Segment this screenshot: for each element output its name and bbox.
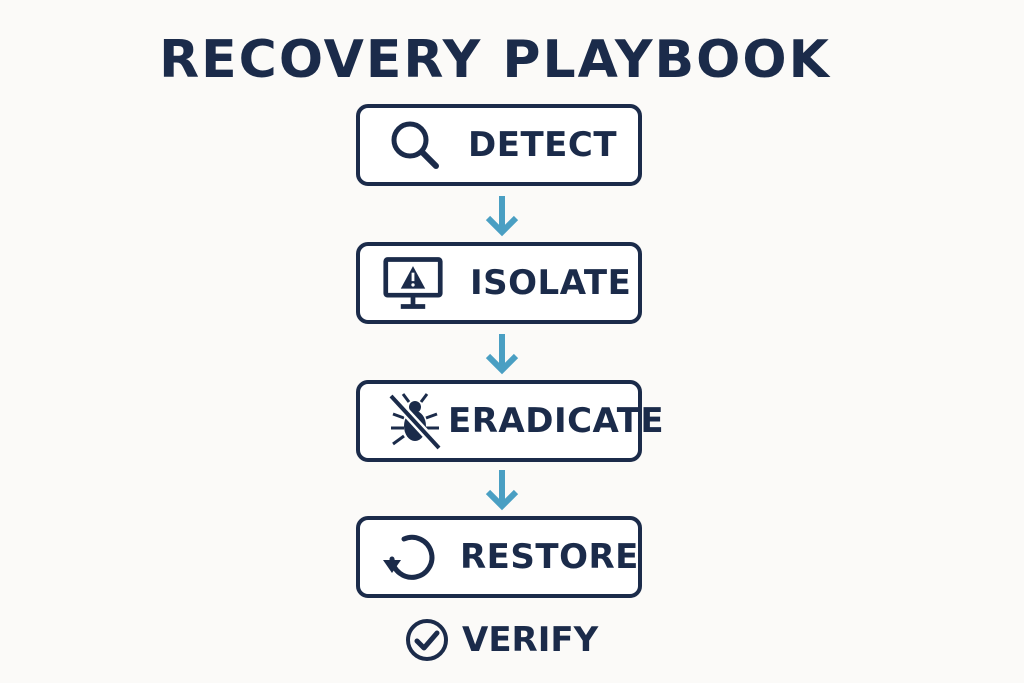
bug-crossed-out-icon — [384, 390, 446, 452]
arrow-down-icon — [485, 196, 519, 237]
step-restore: RESTORE — [356, 516, 642, 598]
arrow-down-icon — [485, 334, 519, 375]
step-label: ISOLATE — [470, 263, 632, 303]
step-detect: DETECT — [356, 104, 642, 186]
step-isolate: ISOLATE — [356, 242, 642, 324]
step-label: RESTORE — [460, 537, 639, 577]
page-title: RECOVERY PLAYBOOK — [159, 30, 831, 90]
monitor-warning-icon — [382, 252, 444, 314]
arrow-down-icon — [485, 470, 519, 511]
check-circle-icon — [404, 617, 450, 663]
final-step-label: VERIFY — [462, 620, 599, 660]
step-label: DETECT — [468, 125, 618, 165]
magnifying-glass-icon — [384, 114, 446, 176]
step-eradicate: ERADICATE — [356, 380, 664, 462]
final-step-verify: VERIFY — [404, 614, 598, 666]
step-label: ERADICATE — [448, 401, 665, 441]
refresh-arrow-icon — [380, 526, 442, 588]
